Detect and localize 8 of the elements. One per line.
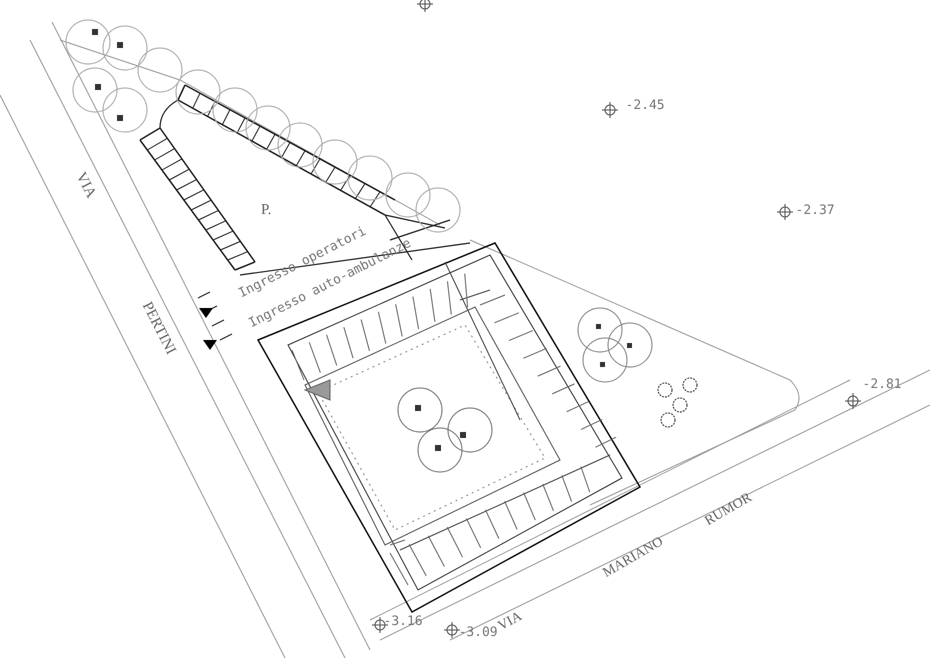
elevation-value: -2.37 xyxy=(796,204,835,216)
parking-label: P. xyxy=(261,202,272,218)
elevation-value: -2.45 xyxy=(626,98,665,112)
street-name: VIA xyxy=(72,170,98,200)
elevation-value: -3.16 xyxy=(384,614,423,628)
elevation-value: -3.09 xyxy=(458,626,498,638)
elevation-value: -2.81 xyxy=(862,378,902,390)
street-name: VIA xyxy=(496,610,524,634)
